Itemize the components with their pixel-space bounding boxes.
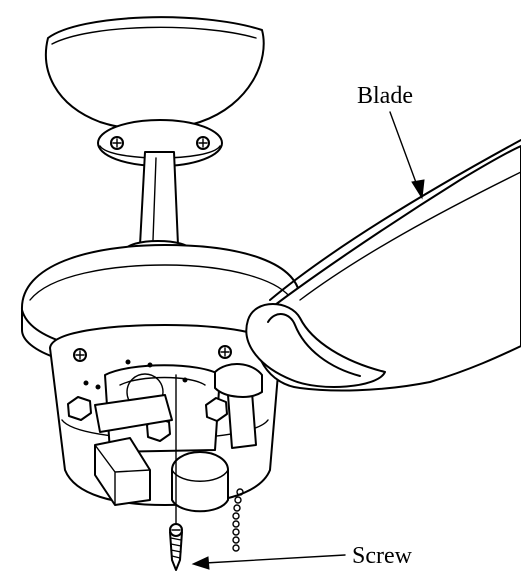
downrod	[125, 151, 191, 260]
mounting-plate	[97, 119, 223, 167]
blade-leader-line	[389, 111, 419, 189]
switch-housing	[49, 324, 281, 513]
ceiling-canopy	[44, 16, 265, 131]
screw	[169, 374, 183, 571]
screw-label: Screw	[352, 543, 413, 569]
fan-blade	[214, 139, 521, 398]
screw-leader-line	[204, 554, 346, 564]
pull-chain	[232, 488, 244, 552]
leader-arrows	[191, 111, 425, 570]
screw-arrowhead	[191, 556, 210, 570]
blade-label: Blade	[357, 83, 413, 109]
blade-arrowhead	[411, 179, 425, 200]
